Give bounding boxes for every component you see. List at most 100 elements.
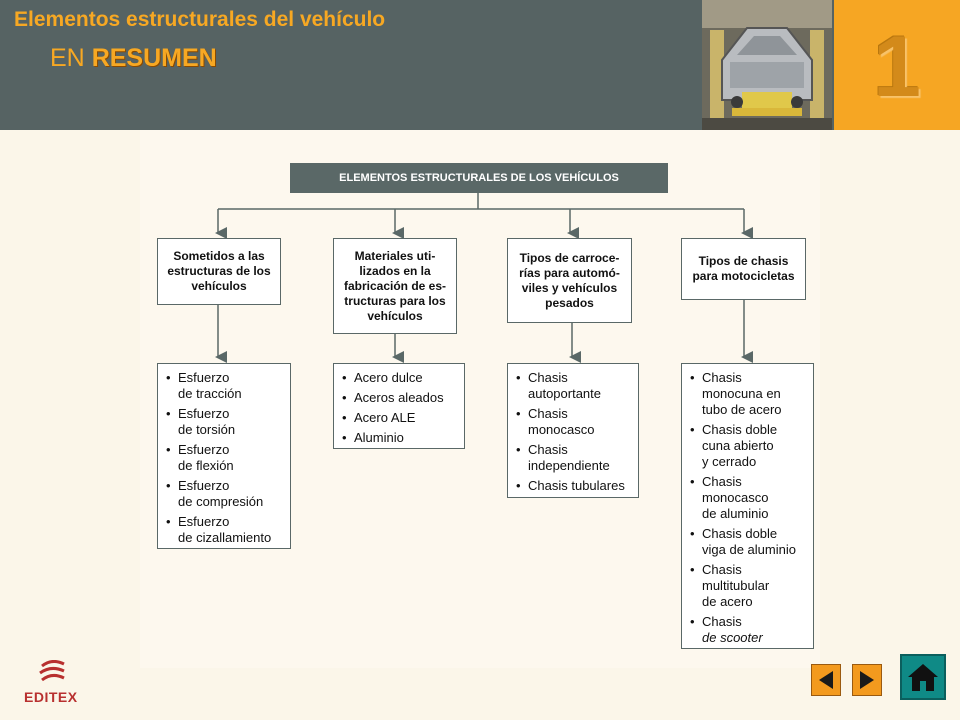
heading-node-3: Tipos de carroce- rías para automó- vile… (507, 238, 632, 323)
item-line: cuna abierto (702, 438, 774, 453)
item-line: autoportante (528, 386, 602, 401)
heading-line: para motocicletas (692, 269, 795, 283)
prev-button[interactable] (811, 664, 841, 696)
item-line: tubo de acero (702, 402, 782, 417)
car-assembly-photo (702, 0, 832, 130)
item-line: Esfuerzo (178, 514, 230, 529)
item-line: multitubular (702, 578, 770, 593)
item-line: monocuna en (702, 386, 781, 401)
page-title: Elementos estructurales del vehículo (14, 8, 386, 31)
item-line: Chasis tubulares (528, 478, 625, 493)
heading-line: tructuras para los (344, 293, 446, 308)
item-line: Aceros aleados (354, 390, 444, 405)
item-list: Acero dulce Aceros aleados Acero ALE Alu… (334, 364, 464, 454)
item-line: monocasco (702, 490, 769, 505)
item-line: de acero (702, 594, 753, 609)
heading-line: pesados (545, 295, 594, 310)
list-item: Acero ALE (342, 410, 458, 426)
item-line: Chasis doble (702, 422, 778, 437)
arrow-left-icon (819, 671, 833, 689)
editex-logo-text: EDITEX (24, 689, 78, 705)
home-button[interactable] (900, 654, 946, 700)
heading-line: Tipos de carroce- (519, 250, 620, 265)
editex-logo-icon (24, 659, 88, 708)
heading-line: Tipos de chasis (698, 254, 789, 268)
list-item: Aluminio (342, 430, 458, 446)
item-line: independiente (528, 458, 610, 473)
chapter-number-box: 1 (834, 0, 960, 130)
header-bar: Elementos estructurales del vehículo EN … (0, 0, 960, 130)
next-button[interactable] (852, 664, 882, 696)
item-line: Acero dulce (354, 370, 423, 385)
item-line: Esfuerzo (178, 370, 230, 385)
heading-node-2: Materiales uti- lizados en la fabricació… (333, 238, 457, 334)
heading-line: lizados en la (359, 263, 431, 278)
heading-line: rías para automó- (519, 265, 620, 280)
item-line: Chasis (702, 562, 742, 577)
heading-line: Sometidos a las (173, 249, 265, 263)
home-icon (908, 664, 938, 691)
item-line: de aluminio (702, 506, 769, 521)
page-subtitle: EN RESUMEN (50, 44, 217, 73)
list-node-2: Acero dulce Aceros aleados Acero ALE Alu… (333, 363, 465, 449)
heading-line: Materiales uti- (354, 248, 436, 263)
item-line: Chasis doble (702, 526, 778, 541)
list-item: Chasis tubulares (516, 478, 632, 494)
item-line: de scooter (702, 630, 763, 645)
list-item: Acero dulce (342, 370, 458, 386)
item-line: Chasis (528, 406, 568, 421)
item-line: Chasis (528, 370, 568, 385)
chapter-number: 1 (873, 19, 921, 115)
arrow-right-icon (860, 671, 874, 689)
item-line: de cizallamiento (178, 530, 272, 545)
heading-line: viles y vehículos (521, 280, 618, 295)
item-line: Esfuerzo (178, 406, 230, 421)
heading-line: vehículos (367, 308, 423, 323)
item-line: Esfuerzo (178, 442, 230, 457)
item-line: viga de aluminio (702, 542, 796, 557)
item-line: y cerrado (702, 454, 757, 469)
item-line: Chasis (702, 474, 742, 489)
item-line: Chasis (702, 370, 742, 385)
item-line: Acero ALE (354, 410, 416, 425)
heading-line: vehículos (191, 279, 247, 293)
item-line: de compresión (178, 494, 264, 509)
heading-line: estructuras de los (167, 264, 271, 278)
item-line: Esfuerzo (178, 478, 230, 493)
subtitle-strong: RESUMEN (91, 44, 217, 72)
item-line: Chasis (702, 614, 742, 629)
list-item: Aceros aleados (342, 390, 458, 406)
heading-node-4: Tipos de chasis para motocicletas (681, 238, 806, 300)
item-line: monocasco (528, 422, 595, 437)
item-line: de torsión (178, 422, 236, 437)
item-line: Aluminio (354, 430, 404, 445)
subtitle-prefix: EN (50, 44, 85, 72)
heading-line: fabricación de es- (343, 278, 447, 293)
heading-node-1: Sometidos a las estructuras de los vehíc… (157, 238, 281, 305)
item-line: de tracción (178, 386, 242, 401)
item-line: Chasis (528, 442, 568, 457)
root-node: ELEMENTOS ESTRUCTURALES DE LOS VEHÍCULOS (290, 163, 668, 193)
item-line: de flexión (178, 458, 234, 473)
